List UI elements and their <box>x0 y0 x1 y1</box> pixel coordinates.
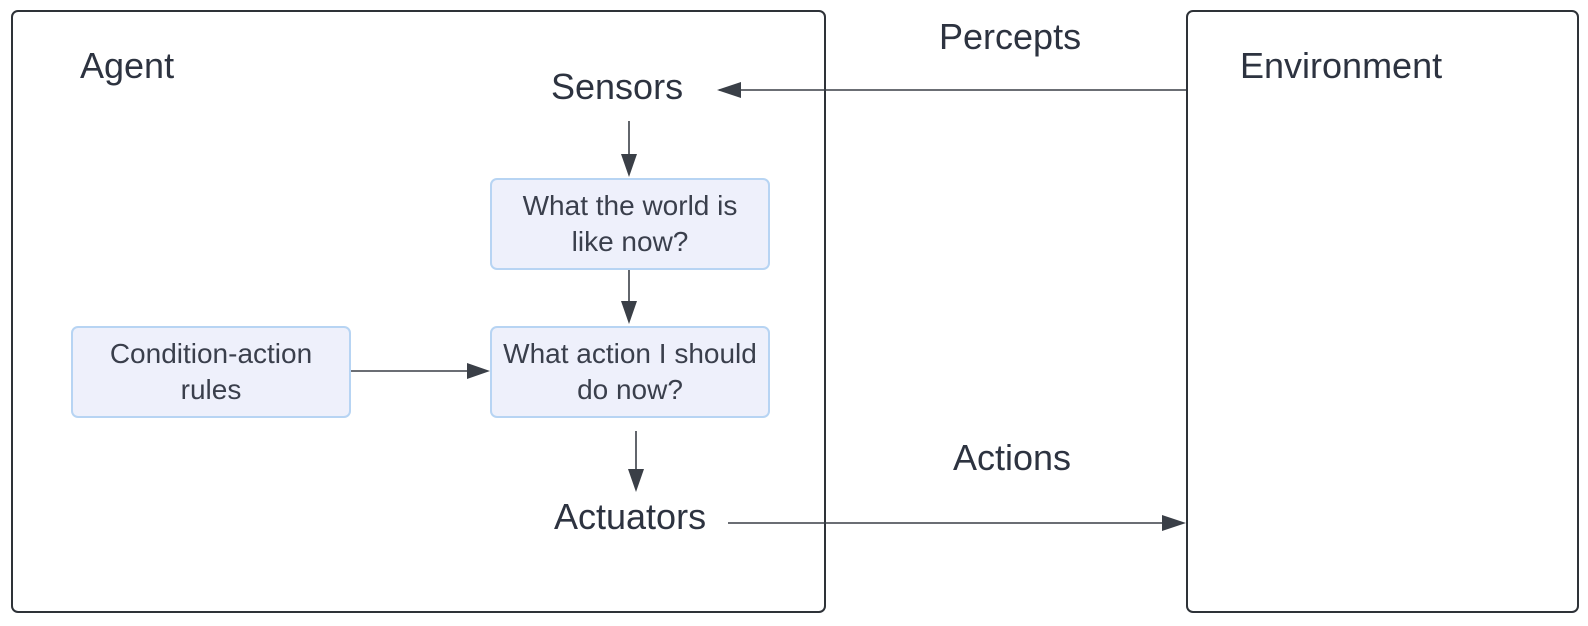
action-to-actuators-arrowhead <box>628 469 644 492</box>
actions-arrowhead <box>1162 515 1186 531</box>
world-to-action-arrowhead <box>621 301 637 324</box>
actions-label: Actions <box>953 437 1072 478</box>
rules-to-action-arrowhead <box>467 363 490 379</box>
sensors-label: Sensors <box>551 66 684 107</box>
agent-box <box>11 10 826 613</box>
action-choice-node: What action I should do now? <box>490 326 770 418</box>
environment-box <box>1186 10 1579 613</box>
percepts-label: Percepts <box>939 16 1082 57</box>
percepts-arrowhead <box>717 82 741 98</box>
sensors-to-world-arrowhead <box>621 154 637 177</box>
environment-title: Environment <box>1240 45 1443 86</box>
agent-title: Agent <box>80 45 175 86</box>
actuators-label: Actuators <box>554 496 707 537</box>
condition-action-rules-node: Condition-action rules <box>71 326 351 418</box>
world-state-node: What the world is like now? <box>490 178 770 270</box>
